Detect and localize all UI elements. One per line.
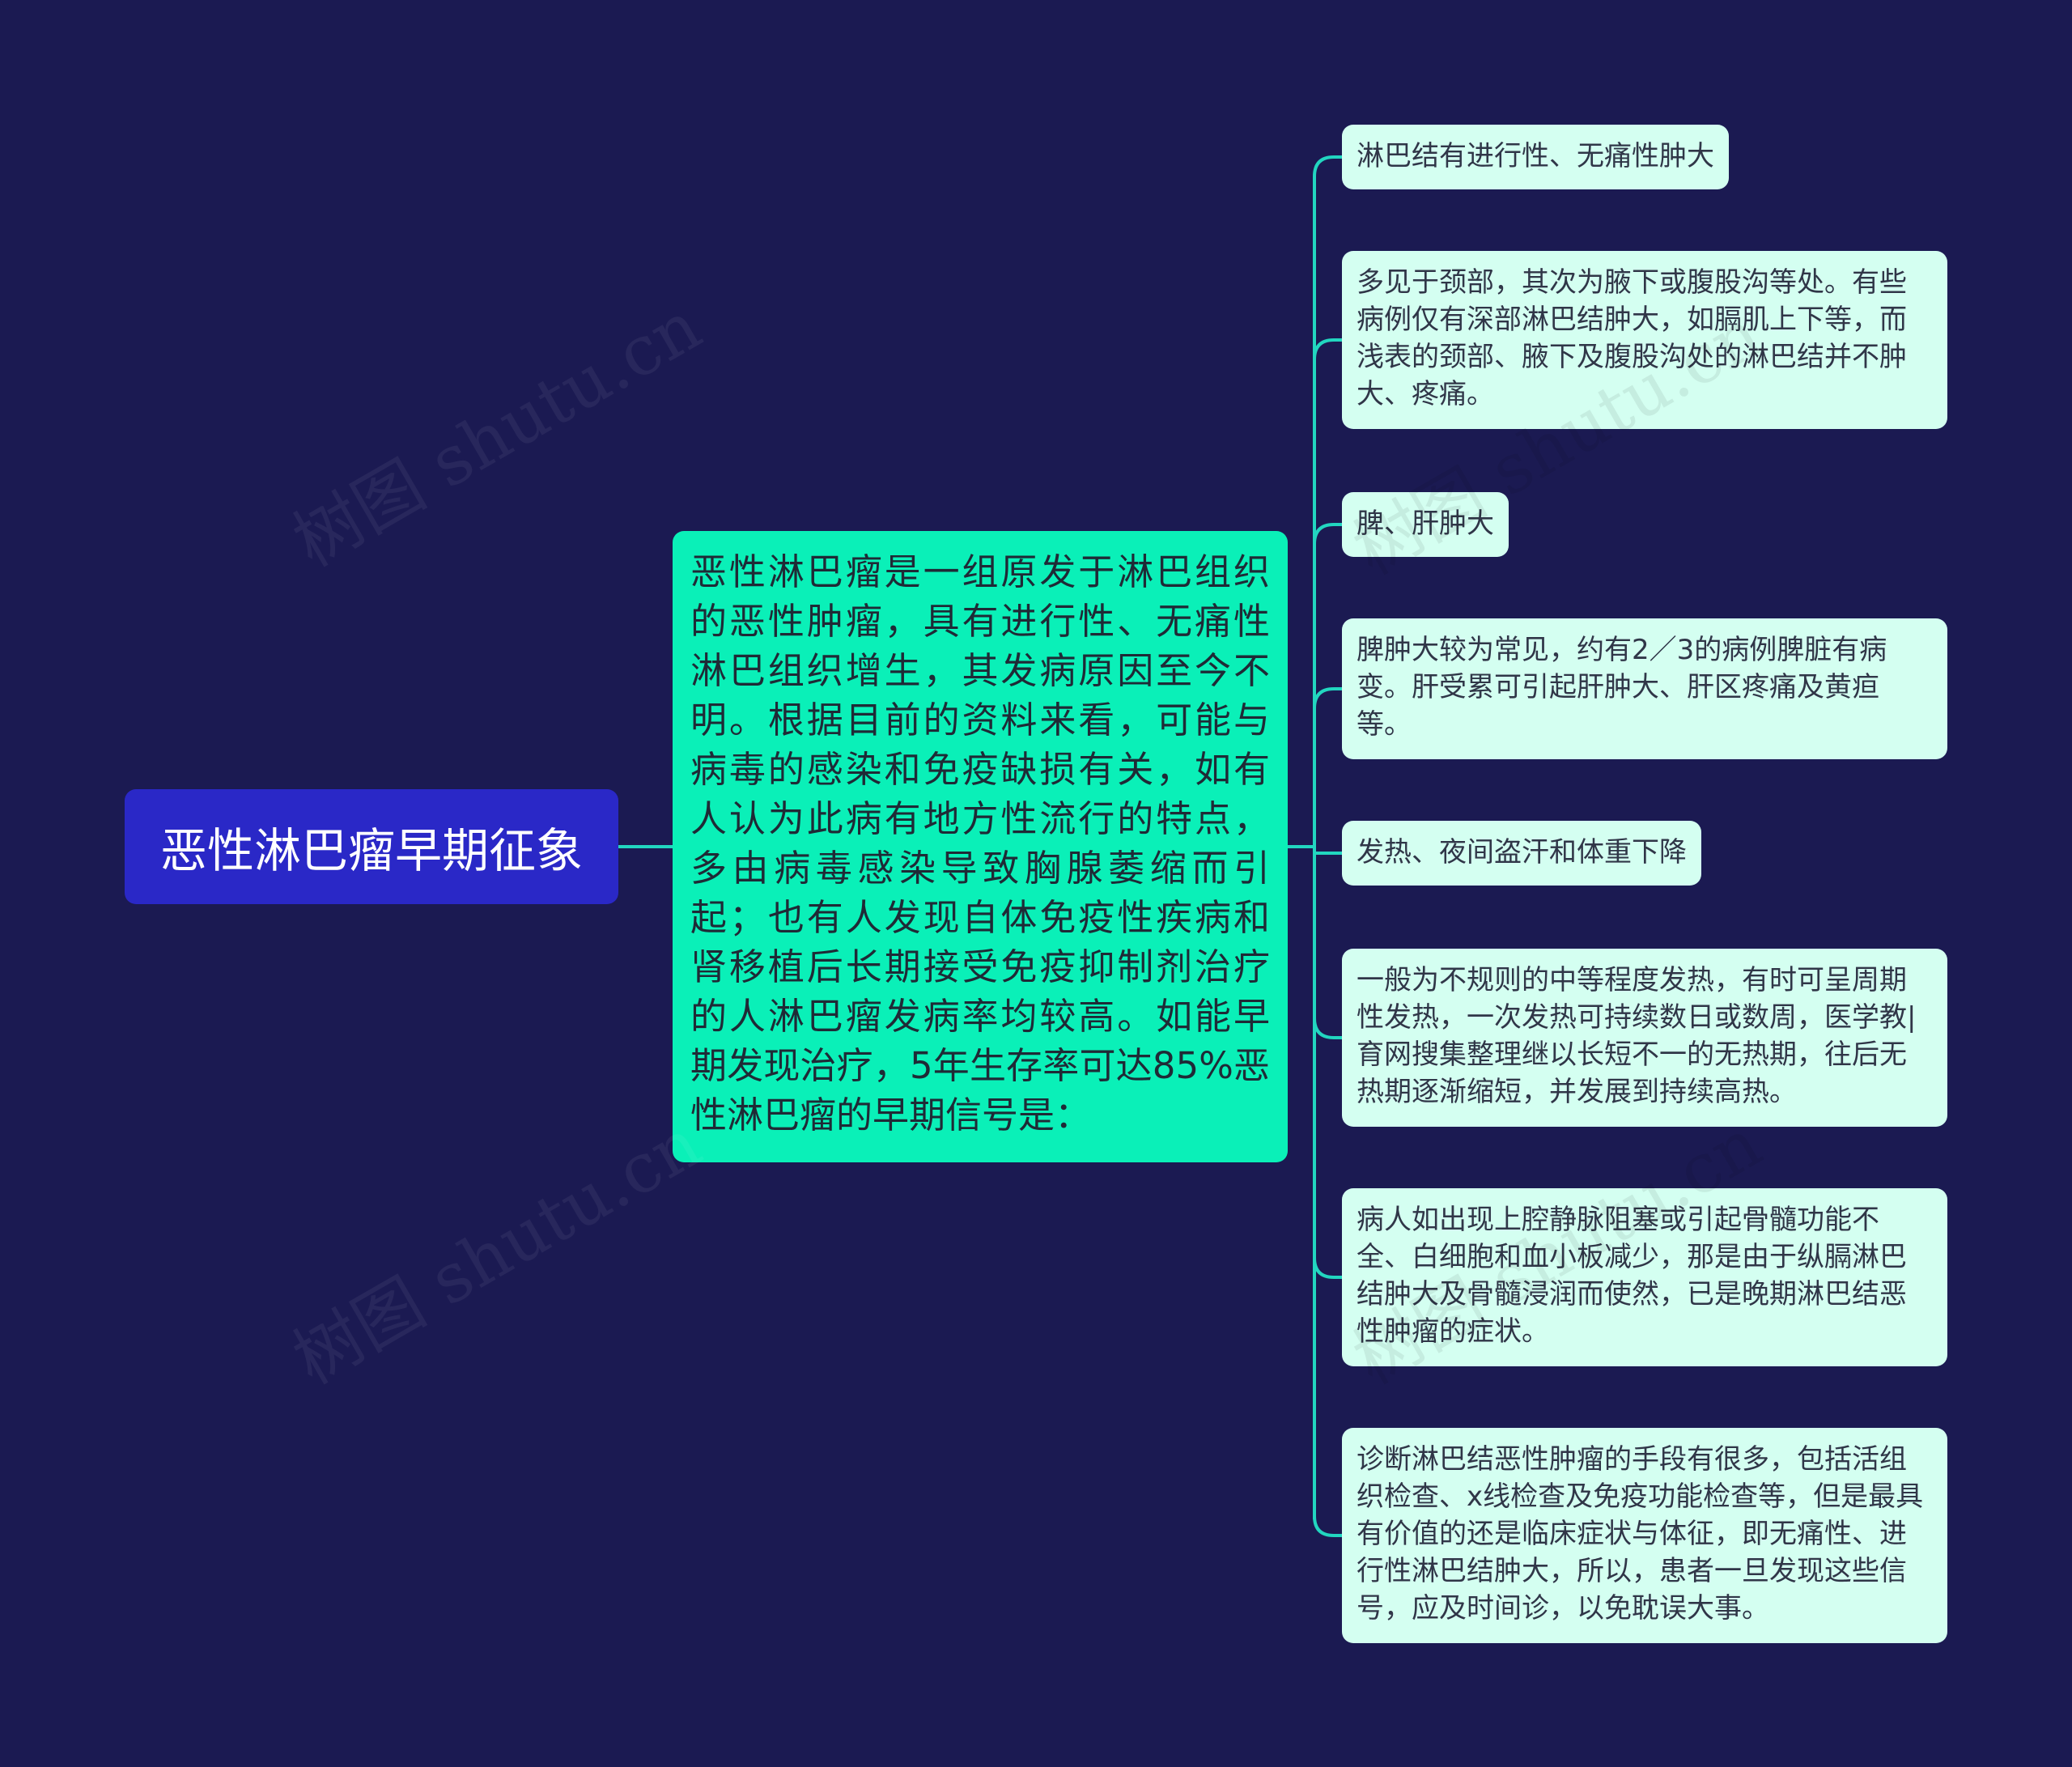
branch-connector-3 bbox=[1313, 687, 1344, 710]
branch-connector-0 bbox=[1313, 155, 1344, 178]
branch-connector-1 bbox=[1313, 338, 1344, 361]
leaf-text: 发热、夜间盗汗和体重下降 bbox=[1357, 836, 1687, 869]
leaf-node[interactable]: 多见于颈部，其次为腋下或腹股沟等处。有些病例仅有深部淋巴结肿大，如膈肌上下等，而… bbox=[1342, 251, 1947, 429]
branch-connector-5 bbox=[1313, 1017, 1344, 1039]
leaf-text: 诊断淋巴结恶性肿瘤的手段有很多，包括活组织检查、x线检查及免疫功能检查等，但是最… bbox=[1357, 1443, 1924, 1625]
leaf-node[interactable]: 淋巴结有进行性、无痛性肿大 bbox=[1342, 125, 1729, 189]
branch-connector-6 bbox=[1313, 1256, 1344, 1279]
branch-connector-2 bbox=[1313, 523, 1344, 546]
watermark: 树图 shutu.cn bbox=[280, 1103, 714, 1400]
leaf-text: 病人如出现上腔静脉阻塞或引起骨髓功能不全、白细胞和血小板减少，那是由于纵膈淋巴结… bbox=[1357, 1204, 1907, 1348]
leaf-text: 脾肿大较为常见，约有2／3的病例脾脏有病变。肝受累可引起肝肿大、肝区疼痛及黄疸等… bbox=[1357, 634, 1887, 741]
leaf-node[interactable]: 发热、夜间盗汗和体重下降 bbox=[1342, 821, 1701, 886]
root-node[interactable]: 恶性淋巴瘤早期征象 bbox=[125, 789, 618, 904]
leaf-text: 淋巴结有进行性、无痛性肿大 bbox=[1357, 140, 1714, 172]
leaf-node[interactable]: 脾肿大较为常见，约有2／3的病例脾脏有病变。肝受累可引起肝肿大、肝区疼痛及黄疸等… bbox=[1342, 618, 1947, 759]
leaf-node[interactable]: 脾、肝肿大 bbox=[1342, 492, 1509, 557]
leaf-text: 脾、肝肿大 bbox=[1357, 508, 1494, 540]
leaf-node[interactable]: 病人如出现上腔静脉阻塞或引起骨髓功能不全、白细胞和血小板减少，那是由于纵膈淋巴结… bbox=[1342, 1188, 1947, 1366]
branch-connector-7 bbox=[1313, 1514, 1344, 1537]
watermark: 树图 shutu.cn bbox=[280, 286, 714, 582]
leaf-node[interactable]: 诊断淋巴结恶性肿瘤的手段有很多，包括活组织检查、x线检查及免疫功能检查等，但是最… bbox=[1342, 1428, 1947, 1643]
root-label: 恶性淋巴瘤早期征象 bbox=[159, 823, 583, 878]
leaf-text: 一般为不规则的中等程度发热，有时可呈周期性发热，一次发热可持续数日或数周，医学教… bbox=[1357, 964, 1917, 1108]
leaf-node[interactable]: 一般为不规则的中等程度发热，有时可呈周期性发热，一次发热可持续数日或数周，医学教… bbox=[1342, 949, 1947, 1127]
leaf-text: 多见于颈部，其次为腋下或腹股沟等处。有些病例仅有深部淋巴结肿大，如膈肌上下等，而… bbox=[1357, 266, 1907, 410]
intro-text: 恶性淋巴瘤是一组原发于淋巴组织的恶性肿瘤，具有进行性、无痛性淋巴组织增生，其发病… bbox=[690, 550, 1270, 1136]
intro-node[interactable]: 恶性淋巴瘤是一组原发于淋巴组织的恶性肿瘤，具有进行性、无痛性淋巴组织增生，其发病… bbox=[673, 531, 1288, 1162]
